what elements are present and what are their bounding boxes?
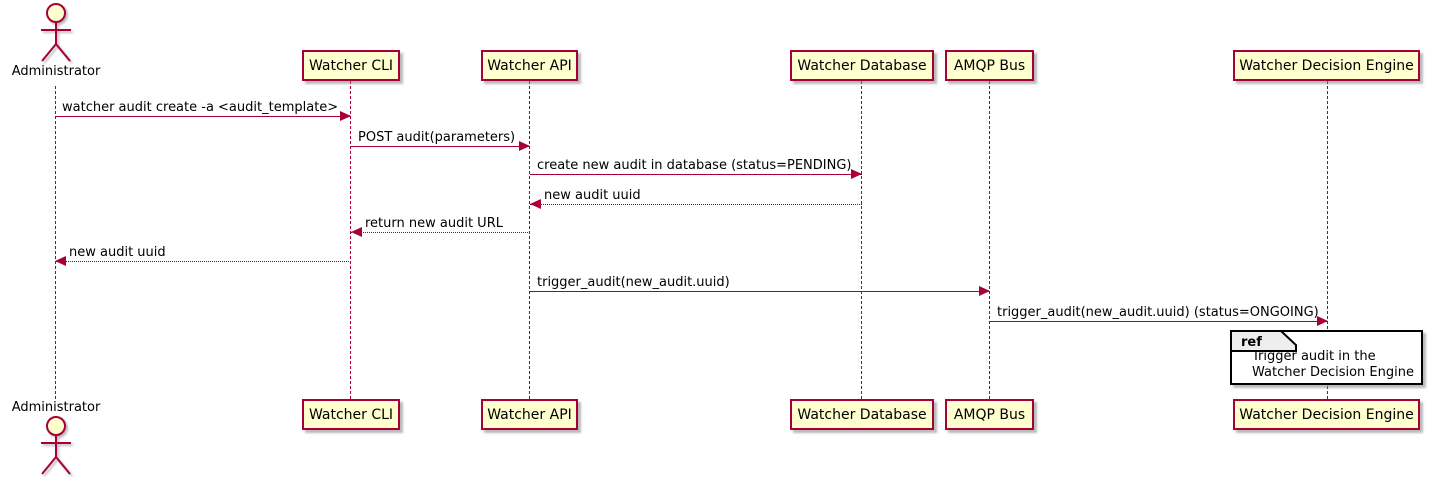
lifeline-watcher-decision-engine — [1327, 81, 1328, 399]
message-new-audit-uuid-db: new audit uuid — [530, 188, 862, 209]
participant-watcher-api-top: Watcher API — [481, 50, 578, 81]
actor-icon — [41, 416, 71, 475]
message-text: trigger_audit(new_audit.uuid) — [537, 275, 730, 290]
message-arrow — [530, 286, 990, 296]
lifeline-administrator — [55, 86, 56, 399]
participant-label: Watcher CLI — [308, 57, 394, 74]
actor-administrator-top: Administrator — [0, 2, 112, 79]
message-text: trigger_audit(new_audit.uuid) (status=ON… — [997, 305, 1319, 320]
participant-amqp-bus-bottom: AMQP Bus — [945, 399, 1034, 430]
participant-label: AMQP Bus — [953, 57, 1026, 74]
message-arrow — [55, 256, 351, 266]
ref-text-line: Trigger audit in the — [1252, 349, 1376, 364]
message-arrow — [351, 227, 530, 237]
message-trigger-audit-ongoing: trigger_audit(new_audit.uuid) (status=ON… — [990, 305, 1328, 326]
participant-watcher-api-bottom: Watcher API — [481, 399, 578, 430]
message-arrow — [55, 111, 351, 121]
lifeline-watcher-database — [861, 81, 862, 399]
message-create-audit-db: create new audit in database (status=PEN… — [530, 158, 862, 179]
participant-watcher-cli-top: Watcher CLI — [302, 50, 400, 81]
actor-administrator-bottom: Administrator — [0, 400, 112, 477]
message-audit-create: watcher audit create -a <audit_template> — [55, 100, 351, 121]
actor-label: Administrator — [11, 64, 101, 79]
participant-label: Watcher API — [487, 406, 572, 423]
lifeline-watcher-api — [529, 81, 530, 399]
ref-keyword: ref — [1241, 335, 1262, 350]
message-text: watcher audit create -a <audit_template> — [62, 100, 339, 115]
message-arrow — [351, 141, 530, 151]
message-text: new audit uuid — [69, 245, 166, 260]
message-new-audit-uuid-cli: new audit uuid — [55, 245, 351, 266]
actor-icon — [41, 3, 71, 62]
message-trigger-audit: trigger_audit(new_audit.uuid) — [530, 275, 990, 296]
participant-label: AMQP Bus — [953, 406, 1026, 423]
participant-label: Watcher Database — [797, 57, 927, 74]
participant-watcher-database-top: Watcher Database — [790, 50, 934, 81]
message-arrow — [530, 169, 862, 179]
message-return-audit-url: return new audit URL — [351, 216, 530, 237]
message-arrow — [530, 199, 862, 209]
actor-label: Administrator — [11, 400, 101, 415]
participant-watcher-cli-bottom: Watcher CLI — [302, 399, 400, 430]
ref-text: Trigger audit in the Watcher Decision En… — [1252, 349, 1415, 381]
ref-tab-icon: ref — [1230, 330, 1297, 352]
participant-watcher-database-bottom: Watcher Database — [790, 399, 934, 430]
message-arrow — [990, 316, 1328, 326]
message-text: create new audit in database (status=PEN… — [537, 158, 852, 173]
message-text: return new audit URL — [365, 216, 503, 231]
participant-label: Watcher API — [487, 57, 572, 74]
lifeline-amqp-bus — [989, 81, 990, 399]
ref-fragment: ref Trigger audit in the Watcher Decisio… — [1230, 330, 1423, 385]
participant-label: Watcher Decision Engine — [1239, 406, 1414, 423]
lifeline-watcher-cli — [350, 81, 351, 399]
participant-label: Watcher Database — [797, 406, 927, 423]
participant-amqp-bus-top: AMQP Bus — [945, 50, 1034, 81]
ref-text-line: Watcher Decision Engine — [1252, 365, 1414, 380]
participant-label: Watcher CLI — [308, 406, 394, 423]
participant-watcher-decision-engine-top: Watcher Decision Engine — [1233, 50, 1420, 81]
message-text: POST audit(parameters) — [358, 130, 516, 145]
participant-label: Watcher Decision Engine — [1239, 57, 1414, 74]
participant-watcher-decision-engine-bottom: Watcher Decision Engine — [1233, 399, 1420, 430]
message-post-audit: POST audit(parameters) — [351, 130, 530, 151]
message-text: new audit uuid — [544, 188, 641, 203]
